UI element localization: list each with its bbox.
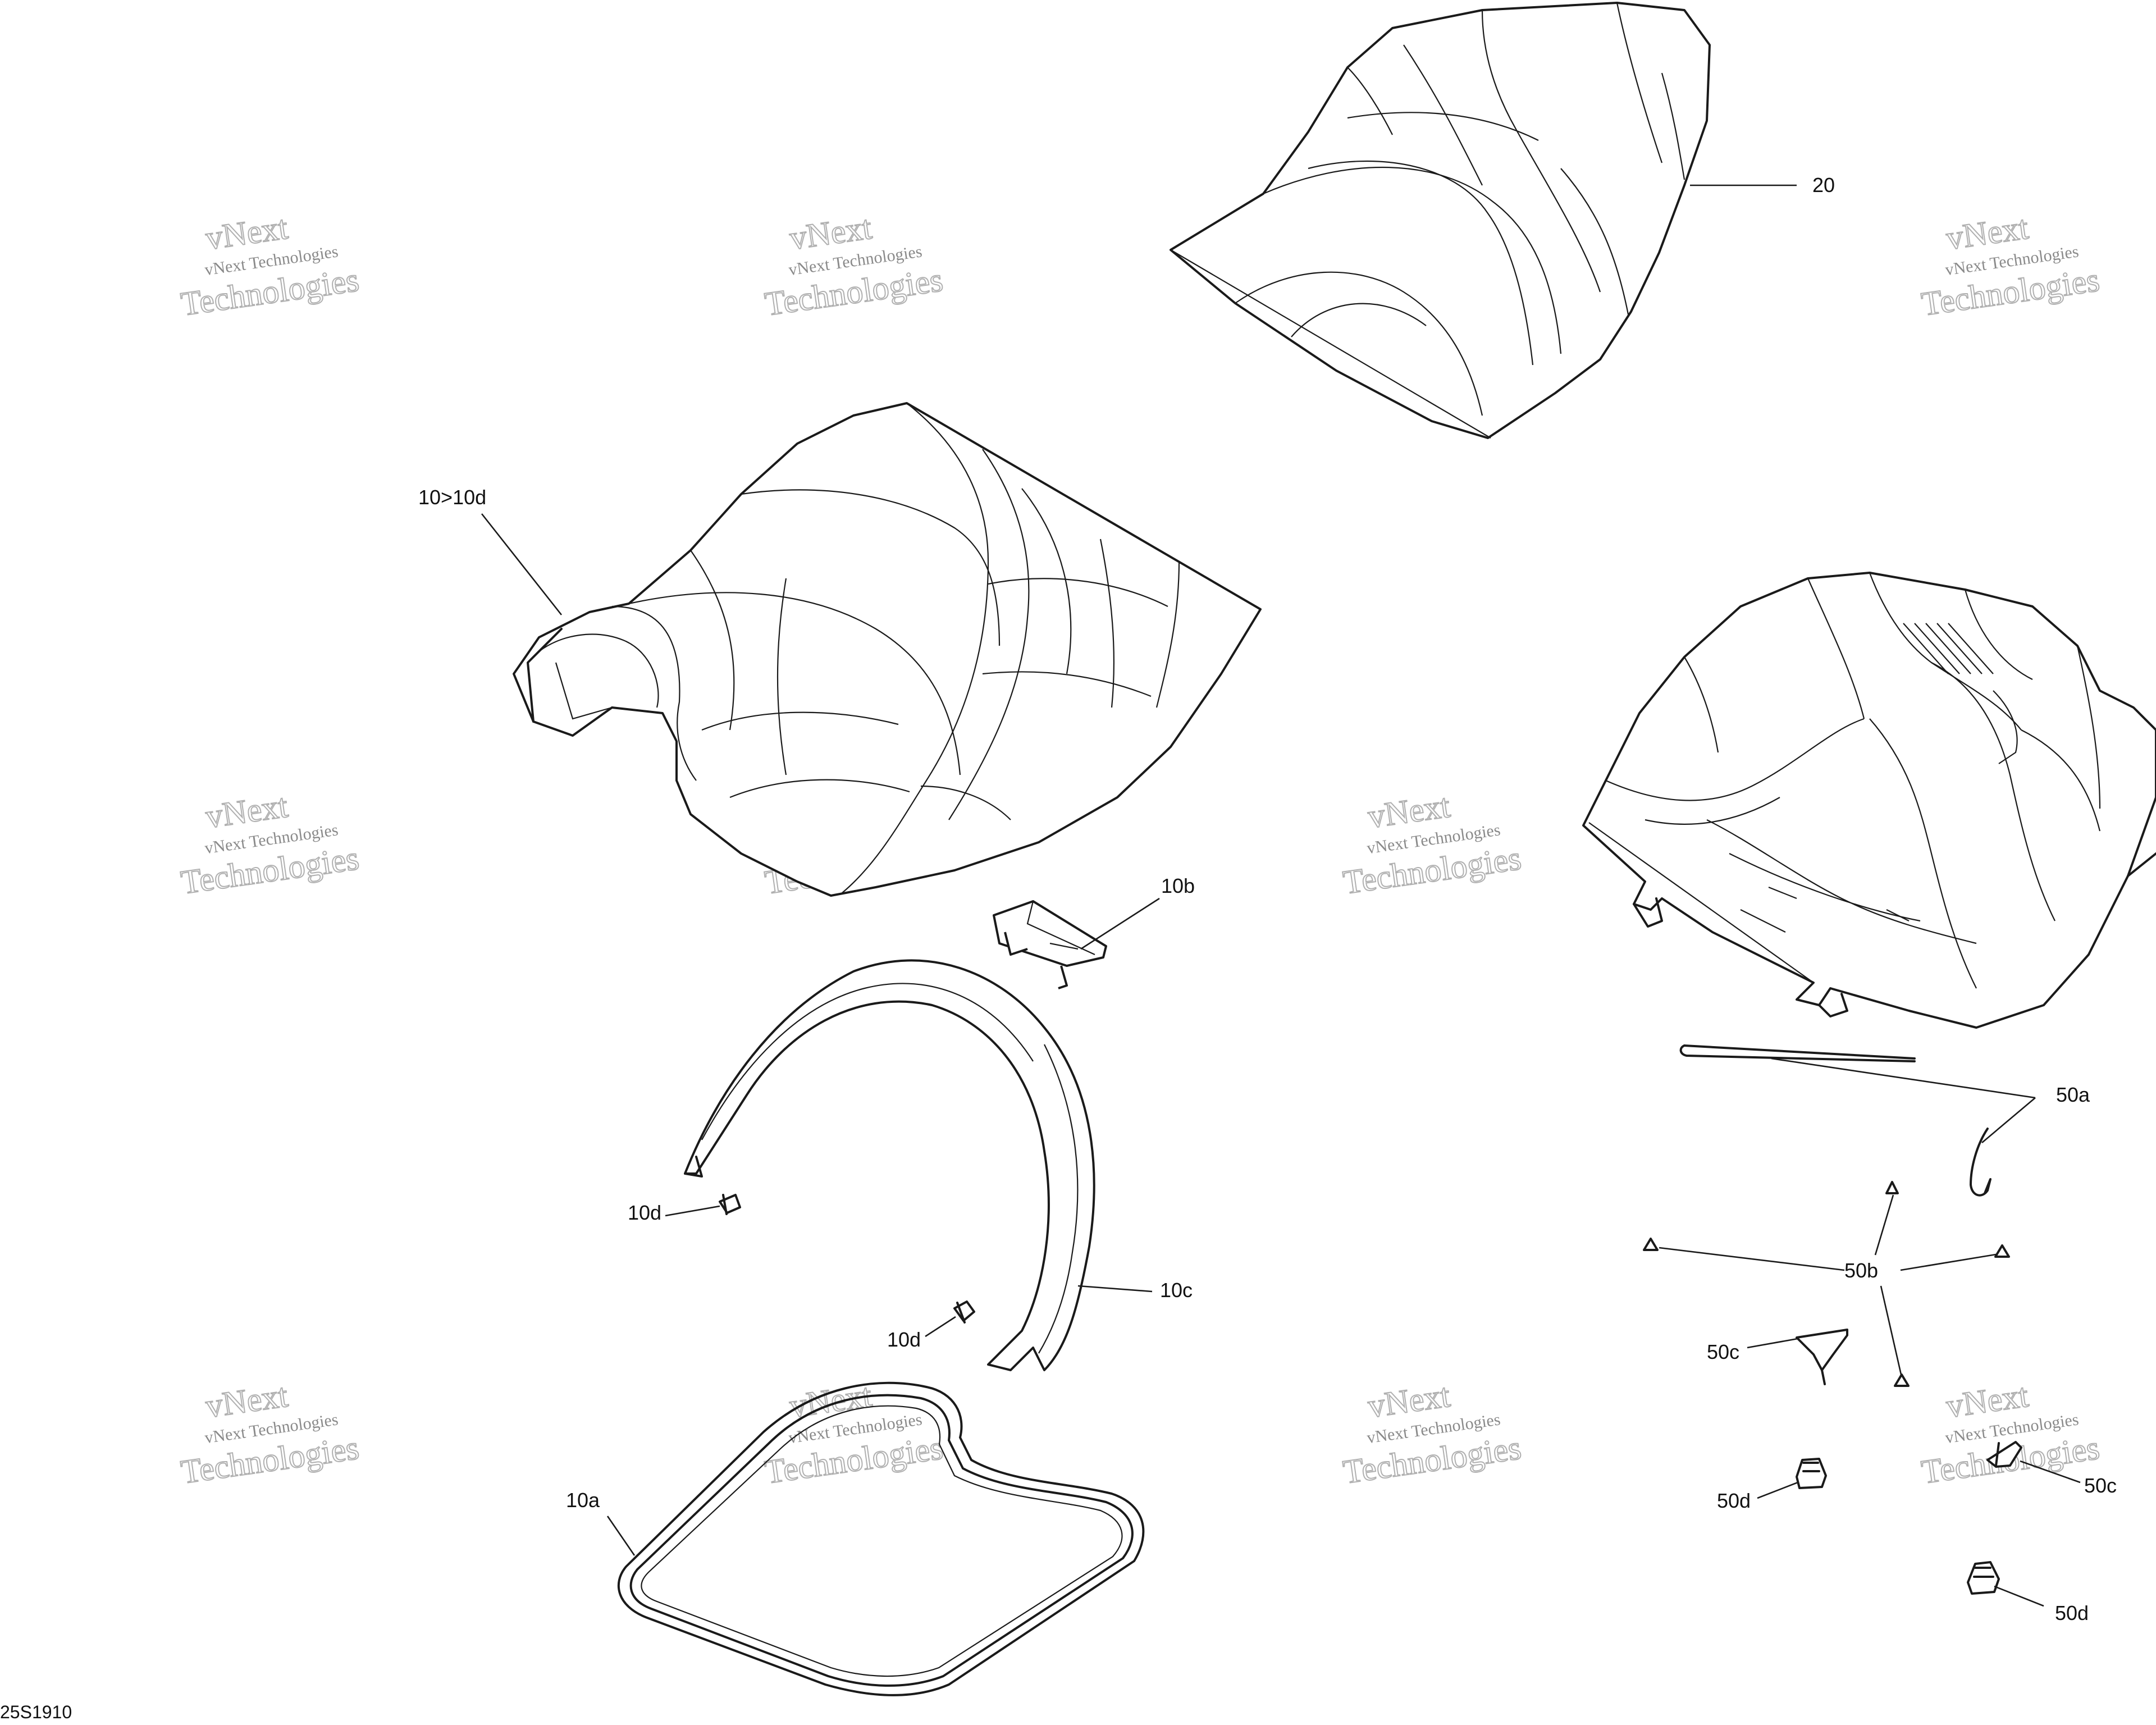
callout-50a: 50a <box>2056 1083 2090 1106</box>
leader-10-10d <box>481 513 563 615</box>
leader-50d-left <box>1757 1481 1798 1499</box>
callout-50c-right: 50c <box>2084 1474 2117 1497</box>
part-50d-nut-right <box>1967 1561 2000 1595</box>
watermark-line1: vNext <box>1365 787 1452 835</box>
callout-50c-left: 50c <box>1707 1340 1739 1363</box>
leader-50d-right <box>1994 1585 2044 1607</box>
leader-50b-bottom <box>1880 1285 1902 1375</box>
leader-10a <box>606 1516 636 1556</box>
watermark-2: vNext vNext Technologies Technologies <box>762 208 945 323</box>
leader-10b <box>1080 897 1160 950</box>
watermark-9: vNext vNext Technologies Technologies <box>178 1376 362 1491</box>
part-50b-pin-left <box>1643 1238 1659 1251</box>
part-10a-seal <box>617 1381 1145 1696</box>
leader-50b-right <box>1900 1253 1997 1271</box>
part-10b-latch-bracket <box>993 900 1107 989</box>
leader-10d-lower <box>925 1316 956 1338</box>
drawing-code: 25S1910 <box>0 1702 72 1722</box>
leader-50c-left <box>1747 1338 1798 1349</box>
part-10-driver-seat <box>513 402 1262 897</box>
part-50a-rod <box>1679 1044 1991 1197</box>
watermark-line1: vNext <box>787 208 874 257</box>
callout-50d-left: 50d <box>1717 1489 1751 1512</box>
part-50d-nut-left <box>1796 1458 1827 1489</box>
watermark-line1: vNext <box>203 208 290 257</box>
part-50b-pin-right <box>1994 1244 2010 1258</box>
watermark-4: vNext vNext Technologies Technologies <box>1919 208 2102 323</box>
watermark-11: vNext vNext Technologies Technologies <box>1340 1376 1524 1491</box>
callout-10d-lower: 10d <box>887 1328 921 1351</box>
part-50-storage-tray <box>1582 572 2156 1029</box>
leader-50b-left <box>1659 1247 1845 1271</box>
watermark-12: vNext vNext Technologies Technologies <box>1919 1376 2102 1491</box>
part-50b-pin-bottom <box>1894 1373 1910 1387</box>
part-20-passenger-seat <box>1170 2 1711 439</box>
callout-10d-upper: 10d <box>628 1201 661 1224</box>
leader-50b-top <box>1874 1194 1894 1256</box>
watermark-7: vNext vNext Technologies Technologies <box>1340 786 1524 901</box>
part-10c-strap <box>684 959 1095 1371</box>
leader-10d-upper <box>665 1205 720 1217</box>
watermark-line1: vNext <box>203 1376 290 1425</box>
part-10d-clip-lower <box>953 1300 975 1324</box>
callout-10a: 10a <box>566 1489 600 1512</box>
leader-10c <box>1077 1285 1153 1293</box>
watermark-line1: vNext <box>1944 1376 2031 1425</box>
watermark-line1: vNext <box>1365 1376 1452 1425</box>
callout-20: 20 <box>1812 174 1835 197</box>
callout-10b: 10b <box>1161 874 1195 897</box>
callout-50b: 50b <box>1844 1259 1878 1282</box>
leader-50c-right <box>2020 1460 2081 1484</box>
part-50c-fastener-right <box>1986 1441 2022 1468</box>
watermark-5: vNext vNext Technologies Technologies <box>178 786 362 901</box>
callout-10c: 10c <box>1160 1279 1193 1302</box>
watermark-line1: vNext <box>1944 208 2031 257</box>
watermark-1: vNext vNext Technologies Technologies <box>178 208 362 323</box>
part-50b-pin-top <box>1885 1181 1899 1194</box>
watermark-line1: vNext <box>203 787 290 835</box>
callout-50d-right: 50d <box>2055 1601 2089 1624</box>
leader-50a-bottom <box>1981 1097 2036 1143</box>
part-10d-clip-upper <box>719 1194 741 1215</box>
callout-10-10d: 10>10d <box>418 486 486 509</box>
part-50c-fastener-left <box>1796 1329 1848 1385</box>
leader-50a-top <box>1771 1057 2036 1099</box>
